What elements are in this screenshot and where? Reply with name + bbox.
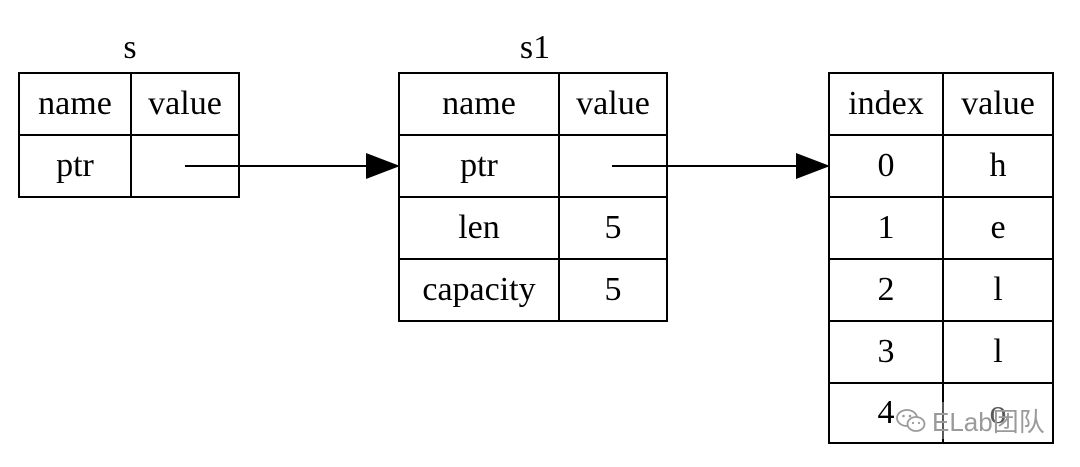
heap-row: 4 o	[828, 382, 1054, 444]
heap-index: 2	[828, 258, 944, 322]
heap-row: 2 l	[828, 258, 1054, 322]
s1-header-name: name	[398, 72, 560, 136]
s1-capacity-row: capacity 5	[398, 258, 668, 322]
heap-index: 3	[828, 320, 944, 384]
heap-index: 1	[828, 196, 944, 260]
heap-value: h	[942, 134, 1054, 198]
heap-index: 4	[828, 382, 944, 444]
s-header-row: name value	[18, 72, 240, 136]
s1-len-value: 5	[558, 196, 668, 260]
s1-header-row: name value	[398, 72, 668, 136]
s-header-name: name	[18, 72, 132, 136]
heap-row: 0 h	[828, 134, 1054, 198]
s-header-value: value	[130, 72, 240, 136]
heap-header-row: index value	[828, 72, 1054, 136]
heap-value: l	[942, 320, 1054, 384]
wechat-icon	[896, 408, 926, 432]
watermark: ELab团队	[896, 402, 1045, 439]
heap-table: index value 0 h 1 e 2 l 3 l 4 o	[828, 72, 1054, 444]
heap-value: o	[942, 382, 1054, 444]
arrow-s-to-s1	[185, 153, 400, 179]
s1-len-row: len 5	[398, 196, 668, 260]
heap-header-value: value	[942, 72, 1054, 136]
s1-len-name: len	[398, 196, 560, 260]
s1-header-value: value	[558, 72, 668, 136]
heap-header-index: index	[828, 72, 944, 136]
s-title: s	[123, 29, 137, 66]
heap-row: 1 e	[828, 196, 1054, 260]
s-ptr-name: ptr	[18, 134, 132, 198]
watermark-text: ELab团队	[932, 407, 1045, 437]
s1-capacity-value: 5	[558, 258, 668, 322]
heap-index: 0	[828, 134, 944, 198]
s1-table: name value ptr len 5 capacity 5	[398, 72, 668, 322]
heap-value: e	[942, 196, 1054, 260]
heap-value: l	[942, 258, 1054, 322]
s1-capacity-name: capacity	[398, 258, 560, 322]
heap-row: 3 l	[828, 320, 1054, 384]
s1-title: s1	[519, 29, 551, 66]
arrow-s1-to-heap	[612, 153, 830, 179]
